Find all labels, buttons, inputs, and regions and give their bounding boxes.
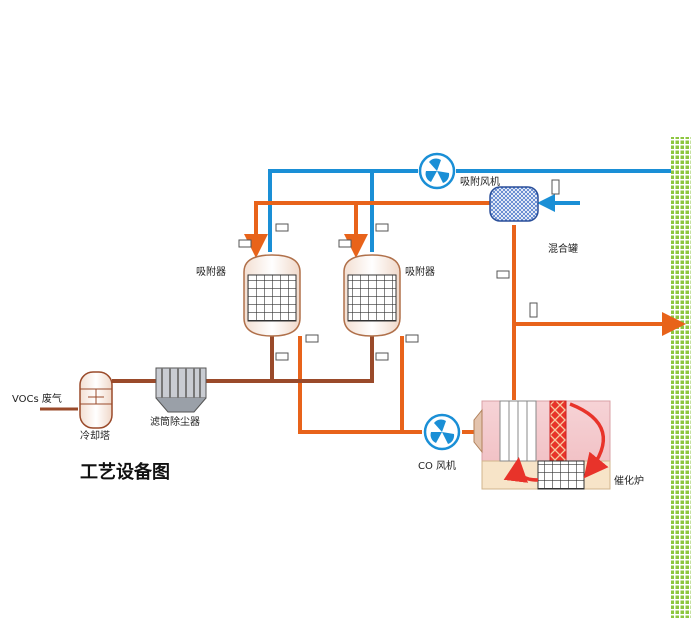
bag-filter-label: 滤筒除尘器: [150, 415, 200, 428]
diagram-title: 工艺设备图: [80, 461, 170, 483]
mixing-tank-label: 混合罐: [548, 242, 578, 255]
exhaust-stack: [671, 137, 691, 618]
cooling-tower-label: 冷却塔: [80, 429, 110, 442]
mixing-tank: [489, 186, 539, 222]
voc-gas-label: VOCs 废气: [12, 392, 62, 405]
brown-pipe-network: [112, 336, 374, 383]
cooling-tower: [79, 371, 113, 429]
bag-filter: [155, 367, 207, 413]
catalytic-furnace: [473, 400, 611, 490]
adsorber-right-label: 吸附器: [405, 265, 435, 278]
orange-pipe-network: [254, 201, 676, 434]
adsorber-left: [243, 254, 301, 337]
adsorber-right: [343, 254, 401, 337]
catalytic-furnace-label: 催化炉: [614, 474, 644, 487]
adsorber-left-label: 吸附器: [196, 265, 226, 278]
valves: [238, 179, 560, 361]
adsorb-fan-icon: [418, 152, 456, 190]
co-fan-icon: [423, 413, 461, 451]
adsorb-fan-label: 吸附风机: [460, 175, 500, 188]
co-fan-label: CO 风机: [418, 459, 456, 472]
